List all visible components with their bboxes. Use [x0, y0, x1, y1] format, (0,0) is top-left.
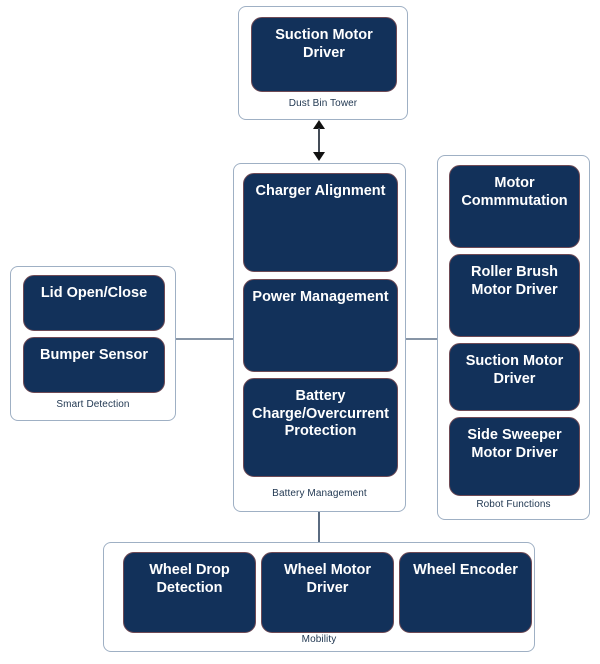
- group-mobility: Wheel Drop Detection Wheel Motor Driver …: [103, 542, 535, 652]
- node-bumper-sensor[interactable]: Bumper Sensor: [23, 337, 165, 393]
- node-wheel-motor-driver[interactable]: Wheel Motor Driver: [261, 552, 394, 633]
- group-label-robot-functions: Robot Functions: [476, 499, 551, 510]
- node-suction-motor-driver[interactable]: Suction Motor Driver: [449, 343, 580, 411]
- arrow-up-icon: [313, 120, 325, 129]
- node-wheel-encoder[interactable]: Wheel Encoder: [399, 552, 532, 633]
- group-label-dust-bin-tower: Dust Bin Tower: [288, 98, 358, 109]
- group-battery-management: Charger Alignment Power Management Batte…: [233, 163, 406, 512]
- group-label-mobility: Mobility: [301, 634, 337, 645]
- group-robot-functions: Motor Commmutation Roller Brush Motor Dr…: [437, 155, 590, 520]
- node-lid-open-close[interactable]: Lid Open/Close: [23, 275, 165, 331]
- node-suction-motor-driver-tower[interactable]: Suction Motor Driver: [251, 17, 397, 92]
- node-roller-brush-motor-driver[interactable]: Roller Brush Motor Driver: [449, 254, 580, 337]
- arrow-down-icon: [313, 152, 325, 161]
- node-motor-commutation[interactable]: Motor Commmutation: [449, 165, 580, 248]
- connector-smartdetection-to-battery: [176, 338, 233, 340]
- group-dust-bin-tower: Suction Motor Driver Dust Bin Tower: [238, 6, 408, 120]
- connector-battery-to-robotfunctions: [406, 338, 438, 340]
- group-label-smart-detection: Smart Detection: [56, 399, 130, 410]
- node-wheel-drop-detection[interactable]: Wheel Drop Detection: [123, 552, 256, 633]
- node-power-management[interactable]: Power Management: [243, 279, 398, 372]
- node-side-sweeper-motor-driver[interactable]: Side Sweeper Motor Driver: [449, 417, 580, 496]
- connector-dustbin-to-battery-line: [318, 128, 320, 156]
- group-label-battery-management: Battery Management: [272, 488, 367, 499]
- node-charger-alignment[interactable]: Charger Alignment: [243, 173, 398, 272]
- node-battery-charge-overcurrent-protection[interactable]: Battery Charge/Overcurrent Protection: [243, 378, 398, 477]
- connector-battery-to-mobility: [318, 512, 320, 542]
- group-smart-detection: Lid Open/Close Bumper Sensor Smart Detec…: [10, 266, 176, 421]
